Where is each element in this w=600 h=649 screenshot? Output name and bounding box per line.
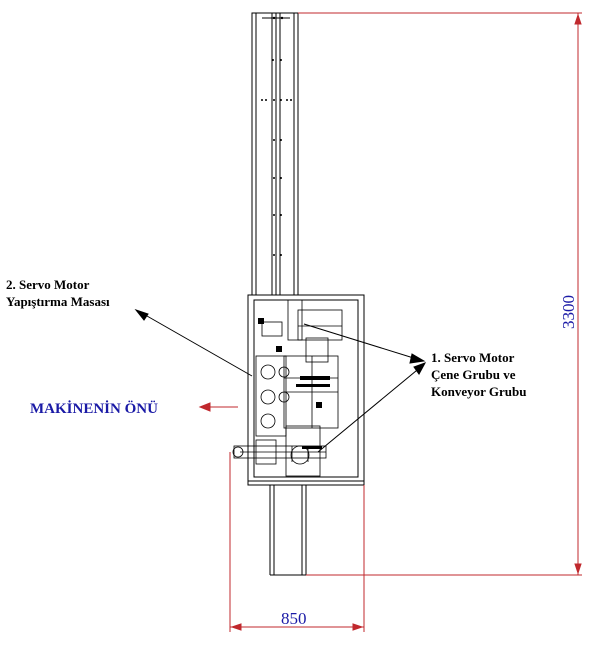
servo-motor-2-label: 2. Servo Motor Yapıştırma Masası bbox=[6, 276, 110, 310]
front-arrow bbox=[198, 402, 238, 412]
column-bolts bbox=[261, 16, 292, 256]
servo-motor-2-subtitle: Yapıştırma Masası bbox=[6, 294, 110, 309]
mechanism-hatching bbox=[258, 318, 330, 449]
upper-column bbox=[251, 12, 299, 296]
machine-frame bbox=[247, 294, 365, 486]
servo-motor-1-subtitle-2: Konveyor Grubu bbox=[431, 384, 527, 399]
servo-motor-1-title: 1. Servo Motor bbox=[431, 350, 515, 365]
machine-front-label: MAKİNENİN ÖNÜ bbox=[30, 401, 158, 417]
servo-motor-1-subtitle-1: Çene Grubu ve bbox=[431, 367, 516, 382]
lower-legs bbox=[269, 485, 307, 576]
dimension-width bbox=[229, 452, 365, 632]
dimension-height bbox=[298, 12, 582, 576]
width-dimension-value: 850 bbox=[281, 609, 307, 628]
leader-right-upper bbox=[303, 323, 426, 364]
servo-motor-2-title: 2. Servo Motor bbox=[6, 277, 90, 292]
mechanism-group bbox=[232, 299, 343, 477]
height-dimension-value: 3300 bbox=[559, 295, 578, 329]
leader-right-lower bbox=[317, 362, 427, 453]
servo-motor-1-label: 1. Servo Motor Çene Grubu ve Konveyor Gr… bbox=[431, 349, 526, 400]
leader-left bbox=[134, 308, 253, 377]
